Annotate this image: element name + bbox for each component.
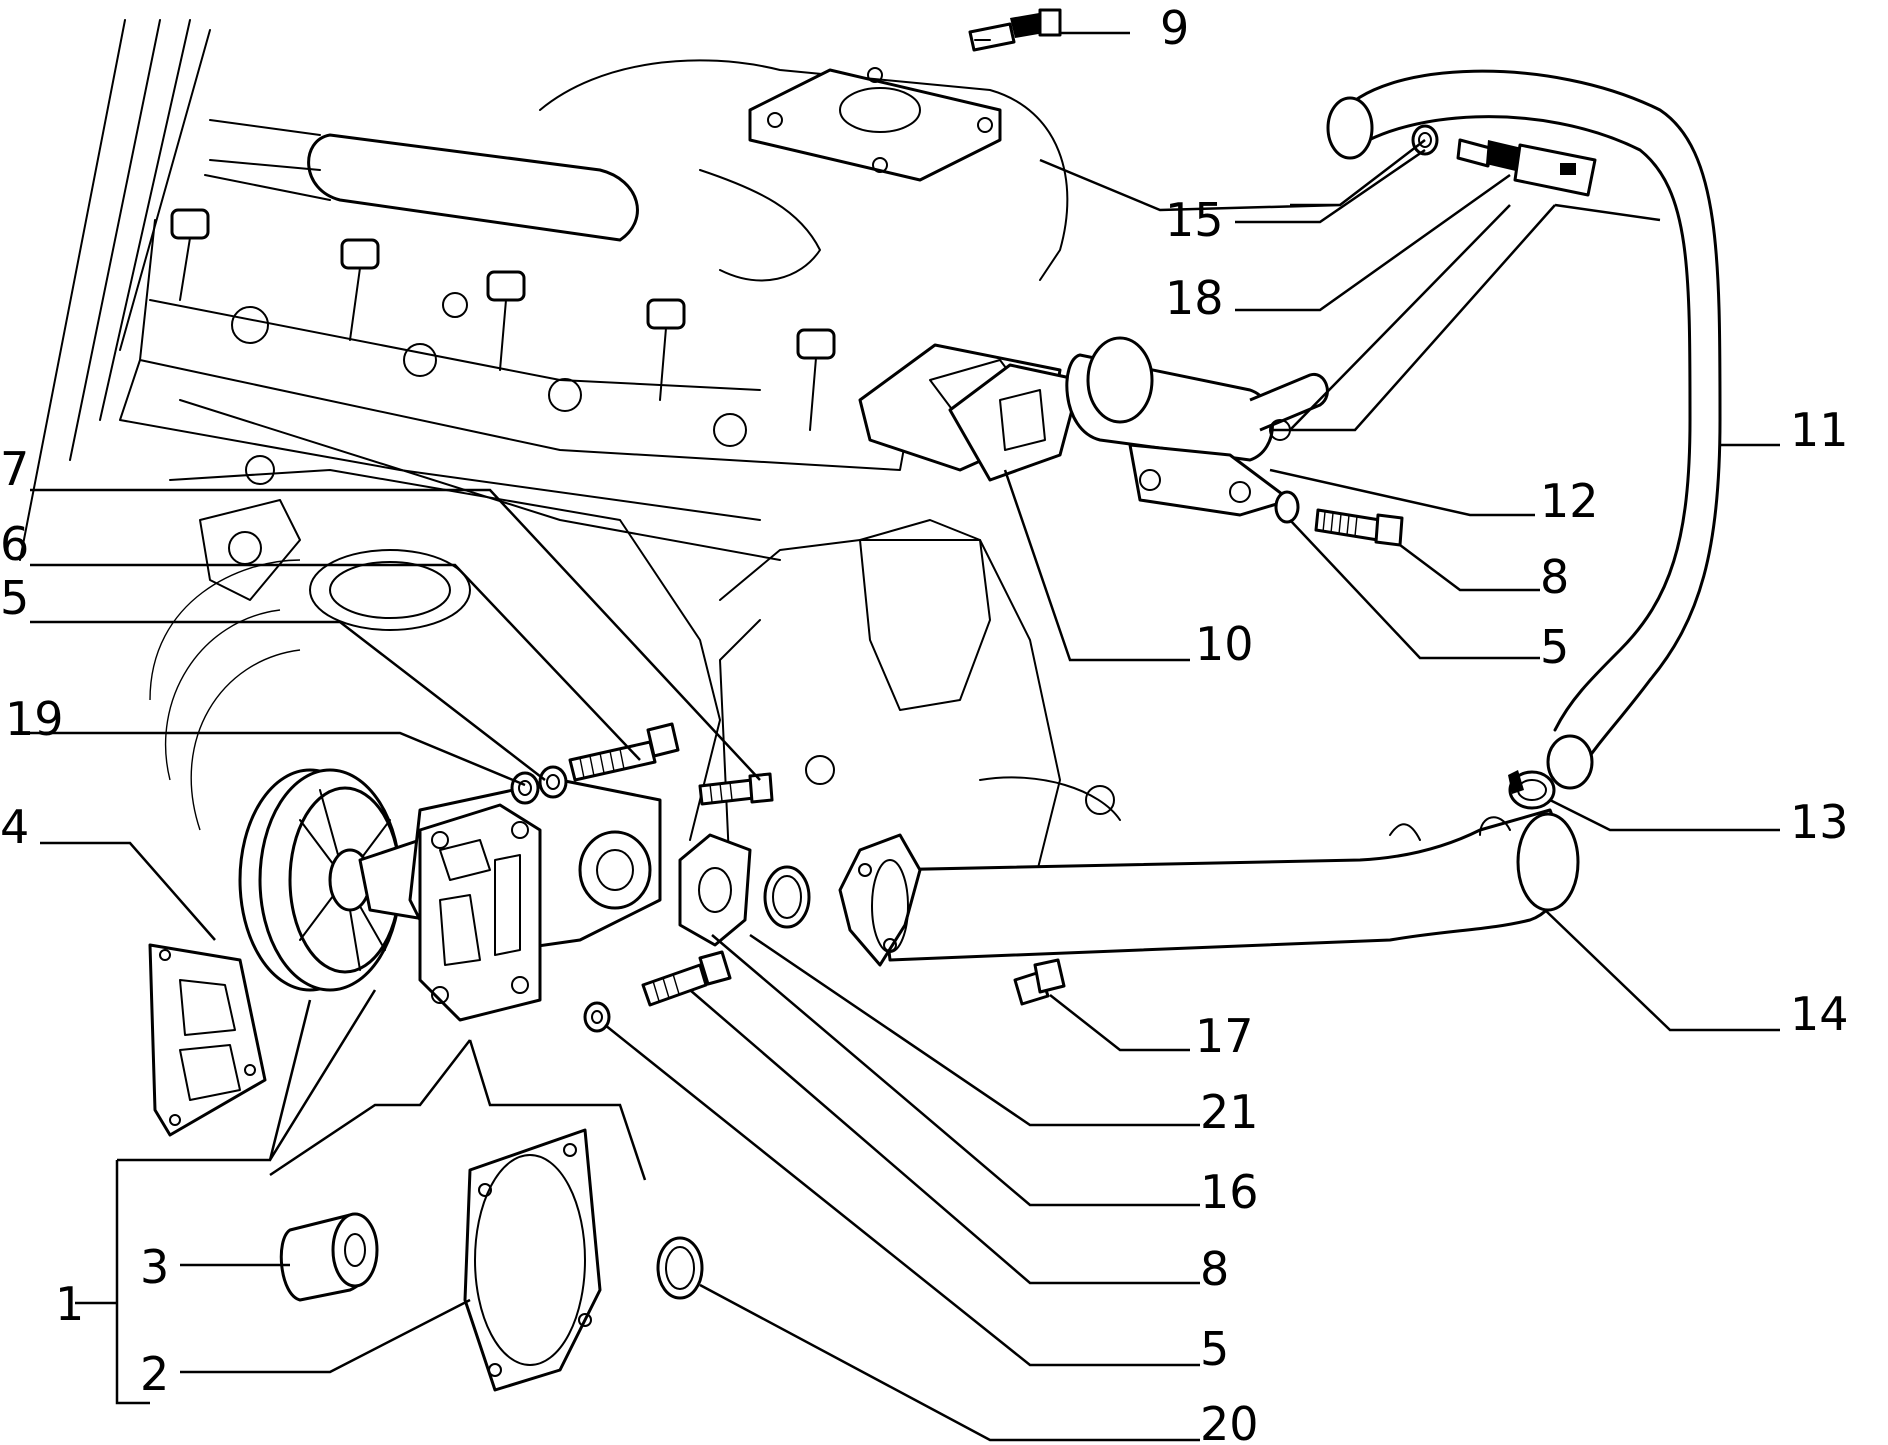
engine-block: [19, 19, 1121, 901]
plug-17: [1013, 958, 1066, 1006]
washer-19: [510, 771, 540, 805]
callout-21: 21: [1200, 1085, 1259, 1139]
callout-8-right: 8: [1540, 550, 1569, 604]
head-bolts: [170, 208, 836, 431]
callout-14: 14: [1790, 987, 1849, 1041]
callout-4: 4: [0, 800, 29, 854]
o-ring-21: [763, 865, 811, 929]
callout-13: 13: [1790, 795, 1849, 849]
callout-1: 1: [55, 1277, 84, 1331]
coolant-pipe-14: [838, 808, 1580, 967]
clamp-13: [1508, 770, 1556, 810]
callout-12: 12: [1540, 474, 1599, 528]
thermostat-housing: [948, 336, 1329, 517]
callout-10: 10: [1195, 617, 1254, 671]
gasket-16: [678, 833, 752, 947]
temp-sender-18: [1456, 138, 1597, 197]
bearing-3: [279, 1212, 379, 1302]
callout-5-right: 5: [1540, 620, 1569, 674]
bolt-7: [698, 772, 774, 806]
water-pump: [238, 768, 662, 1022]
callout-8-bottom: 8: [1200, 1242, 1229, 1296]
callout-2: 2: [140, 1347, 169, 1401]
bolt-upper: [1274, 490, 1404, 547]
o-ring-20: [656, 1236, 704, 1300]
callout-20: 20: [1200, 1397, 1259, 1445]
callout-6: 6: [0, 517, 29, 571]
callout-5-left: 5: [0, 571, 29, 625]
bolt-lower: [641, 950, 732, 1007]
callout-3: 3: [140, 1240, 169, 1294]
gasket-2: [463, 1128, 602, 1392]
hose-11: [1326, 69, 1722, 790]
callout-17: 17: [1195, 1009, 1254, 1063]
callout-7: 7: [0, 442, 29, 496]
washer-5-mid: [538, 765, 568, 799]
callout-11: 11: [1790, 403, 1849, 457]
callout-labels: 1 2 3 4 5 5 5 6 7 8 8 9 10 11 12 13 14 1…: [0, 1, 1849, 1445]
callout-15: 15: [1165, 193, 1224, 247]
callout-19: 19: [5, 692, 64, 746]
gasket-4: [148, 943, 267, 1137]
leader-lines: [30, 31, 1780, 1442]
washer-5-lower: [583, 1001, 611, 1033]
callout-9: 9: [1160, 1, 1189, 55]
sensor-9: [968, 8, 1062, 52]
stud-bolt-6: [568, 722, 680, 782]
callout-16: 16: [1200, 1165, 1259, 1219]
callout-18: 18: [1165, 271, 1224, 325]
callout-5-bottom: 5: [1200, 1322, 1229, 1376]
